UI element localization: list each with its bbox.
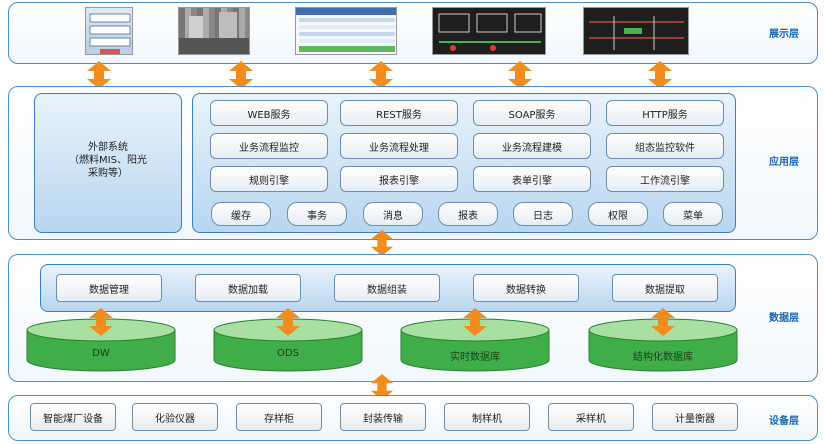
external-systems-panel: 外部系统 （燃料MIS、阳光 采购等） [34, 93, 182, 233]
external-systems-line3: 采购等） [88, 168, 128, 179]
component-report: 报表 [438, 202, 498, 226]
arrow-up-down-icon [369, 61, 393, 89]
structured-database-label: 结构化数据库 [633, 352, 693, 363]
screenshot-form [85, 7, 133, 55]
form-engine: 表单引擎 [473, 166, 591, 192]
device-smart-coal-yard: 智能煤厂设备 [30, 403, 116, 431]
device-seal-transport: 封装传输 [340, 403, 426, 431]
component-message: 消息 [363, 202, 423, 226]
arrow-up-down-icon [87, 61, 111, 89]
process-handling: 业务流程处理 [340, 133, 458, 159]
arrow-up-down-icon [651, 308, 675, 336]
process-modeling: 业务流程建模 [473, 133, 591, 159]
arrow-up-down-icon [508, 61, 532, 89]
dw-store-label: DW [92, 348, 110, 359]
arrow-up-down-icon [370, 230, 394, 256]
external-systems-line2: （燃料MIS、阳光 [69, 155, 147, 166]
rest-service: REST服务 [340, 100, 458, 126]
component-permission: 权限 [588, 202, 648, 226]
component-transaction: 事务 [287, 202, 347, 226]
component-menu: 菜单 [663, 202, 723, 226]
config-monitor-software: 组态监控软件 [606, 133, 724, 159]
external-systems-title: 外部系统 [88, 142, 128, 153]
application-layer-label: 应用层 [769, 157, 799, 168]
report-engine: 报表引擎 [340, 166, 458, 192]
arrow-up-down-icon [89, 308, 113, 336]
data-transform: 数据转换 [473, 274, 579, 302]
web-service: WEB服务 [210, 100, 328, 126]
device-sample-cabinet: 存样柜 [236, 403, 322, 431]
process-monitoring: 业务流程监控 [210, 133, 328, 159]
screenshot-data-table [295, 7, 397, 55]
component-cache: 缓存 [211, 202, 271, 226]
data-load: 数据加载 [195, 274, 301, 302]
screenshot-scada [583, 7, 689, 55]
arrow-up-down-icon [648, 61, 672, 89]
device-layer-label: 设备层 [769, 416, 799, 427]
data-layer-label: 数据层 [769, 313, 799, 324]
data-extract: 数据提取 [612, 274, 718, 302]
screenshot-monitor [432, 7, 546, 55]
component-log: 日志 [513, 202, 573, 226]
realtime-database-label: 实时数据库 [450, 352, 500, 363]
soap-service: SOAP服务 [473, 100, 591, 126]
http-service: HTTP服务 [606, 100, 724, 126]
device-lab-instrument: 化验仪器 [132, 403, 218, 431]
data-manage: 数据管理 [56, 274, 162, 302]
workflow-engine: 工作流引擎 [606, 166, 724, 192]
arrow-up-down-icon [463, 308, 487, 336]
device-sample-preparer: 制样机 [444, 403, 530, 431]
ods-store-label: ODS [277, 348, 299, 359]
arrow-up-down-icon [370, 374, 394, 400]
presentation-layer-label: 展示层 [769, 29, 799, 40]
device-metering-scale: 计量衡器 [652, 403, 738, 431]
rule-engine: 规则引擎 [210, 166, 328, 192]
data-assemble: 数据组装 [334, 274, 440, 302]
arrow-up-down-icon [229, 61, 253, 89]
device-sampler: 采样机 [548, 403, 634, 431]
screenshot-cctv [178, 7, 250, 55]
arrow-up-down-icon [276, 308, 300, 336]
